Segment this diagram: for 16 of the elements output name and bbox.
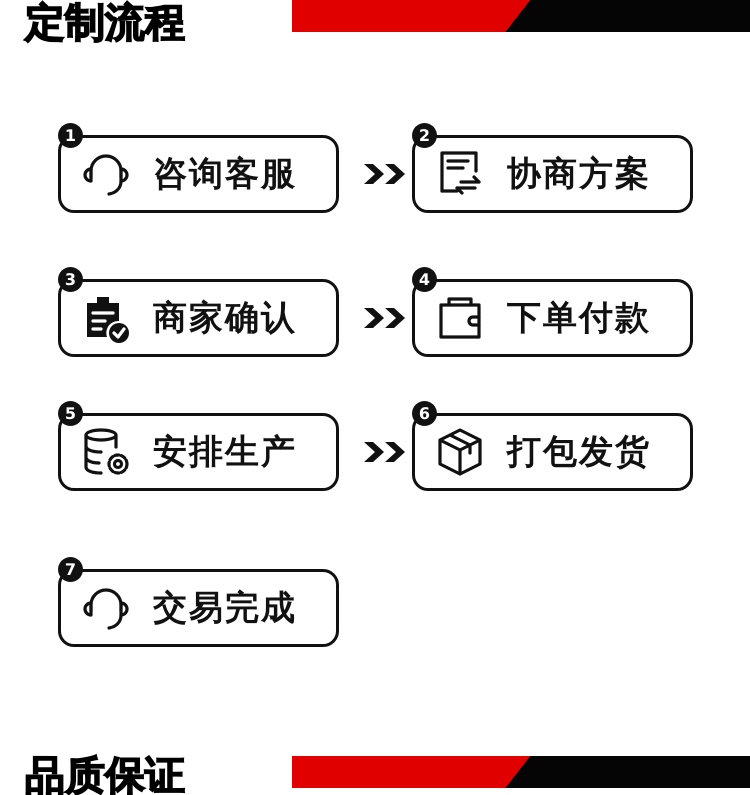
step-number: 4 — [412, 267, 437, 292]
step-number: 5 — [58, 401, 83, 426]
section-title: 定制流程 — [25, 1, 185, 45]
step-number: 7 — [58, 557, 83, 582]
step-number: 6 — [412, 401, 437, 426]
step-label: 协商方案 — [507, 153, 651, 196]
step-number: 2 — [412, 123, 437, 148]
step-label: 咨询客服 — [153, 153, 297, 196]
step-label: 商家确认 — [153, 297, 297, 340]
step-number: 3 — [58, 267, 83, 292]
step-label: 下单付款 — [507, 297, 651, 340]
step-label: 打包发货 — [507, 431, 651, 474]
step-label: 交易完成 — [153, 587, 297, 630]
section-title: 品质保证 — [25, 752, 185, 795]
step-number: 1 — [58, 123, 83, 148]
step-label: 安排生产 — [153, 431, 297, 474]
